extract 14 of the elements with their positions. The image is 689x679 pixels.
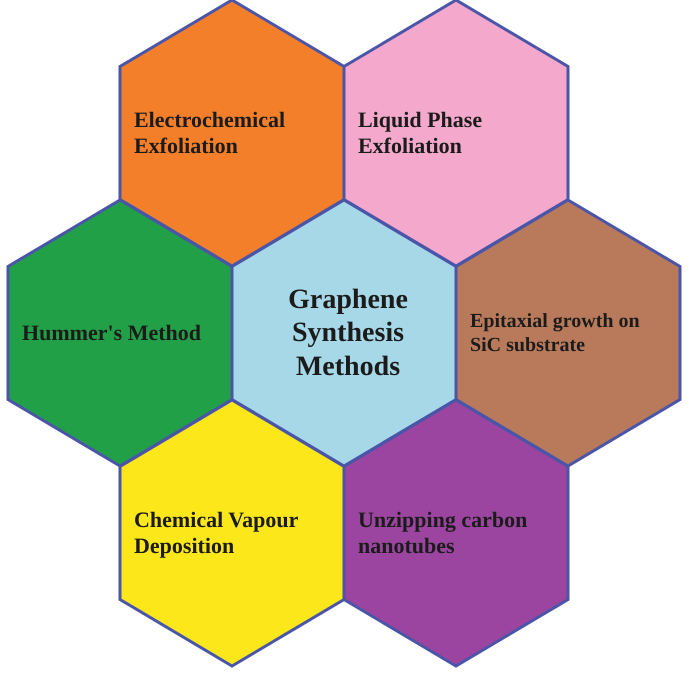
method-label: Graphene Synthesis Methods bbox=[287, 282, 409, 384]
hexagon-tile bbox=[120, 0, 344, 266]
method-label: Epitaxial growth on SiC substrate bbox=[470, 309, 641, 357]
hexagon-tile bbox=[120, 400, 344, 666]
method-label: Unzipping carbon nanotubes bbox=[358, 506, 528, 560]
hexagon-tile bbox=[8, 200, 232, 466]
method-label: Chemical Vapour Deposition bbox=[134, 506, 300, 560]
hexagon-tile bbox=[456, 200, 680, 466]
method-label: Liquid Phase Exfoliation bbox=[358, 106, 484, 160]
hexagon-tile bbox=[344, 400, 568, 666]
hexagon-tile bbox=[232, 200, 456, 466]
method-label: Hummer's Method bbox=[22, 320, 202, 346]
method-label: Electrochemical Exfoliation bbox=[134, 106, 286, 160]
hexagon-tile bbox=[344, 0, 568, 266]
